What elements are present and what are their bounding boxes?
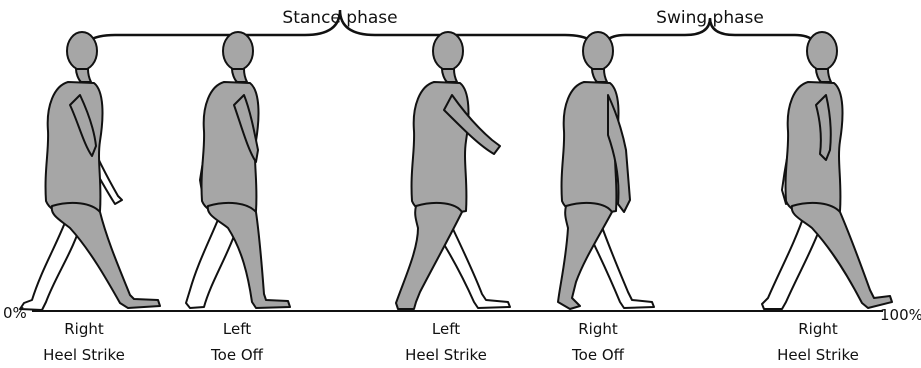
walker-figure-right-toe-off — [558, 32, 654, 309]
walker-figure-left-toe-off — [186, 32, 290, 308]
event-label-right-heel-strike: Right Heel Strike — [19, 316, 149, 368]
event-name: Toe Off — [172, 342, 302, 368]
swing-phase-label: Swing phase — [656, 8, 764, 28]
stance-phase-label: Stance phase — [282, 8, 397, 28]
event-side: Right — [19, 316, 149, 342]
walker-figure-left-heel-strike — [396, 32, 510, 309]
event-name: Heel Strike — [381, 342, 511, 368]
event-name: Toe Off — [533, 342, 663, 368]
event-side: Left — [172, 316, 302, 342]
event-label-right-heel-strike-end: Right Heel Strike — [753, 316, 883, 368]
event-side: Right — [533, 316, 663, 342]
event-label-left-heel-strike: Left Heel Strike — [381, 316, 511, 368]
event-label-right-toe-off: Right Toe Off — [533, 316, 663, 368]
event-side: Left — [381, 316, 511, 342]
end-percent-label: 100% — [880, 306, 921, 324]
walker-figure-right-heel-strike-end — [762, 32, 892, 309]
event-side: Right — [753, 316, 883, 342]
walker-figure-right-heel-strike — [20, 32, 160, 310]
event-label-left-toe-off: Left Toe Off — [172, 316, 302, 368]
event-name: Heel Strike — [19, 342, 149, 368]
event-name: Heel Strike — [753, 342, 883, 368]
